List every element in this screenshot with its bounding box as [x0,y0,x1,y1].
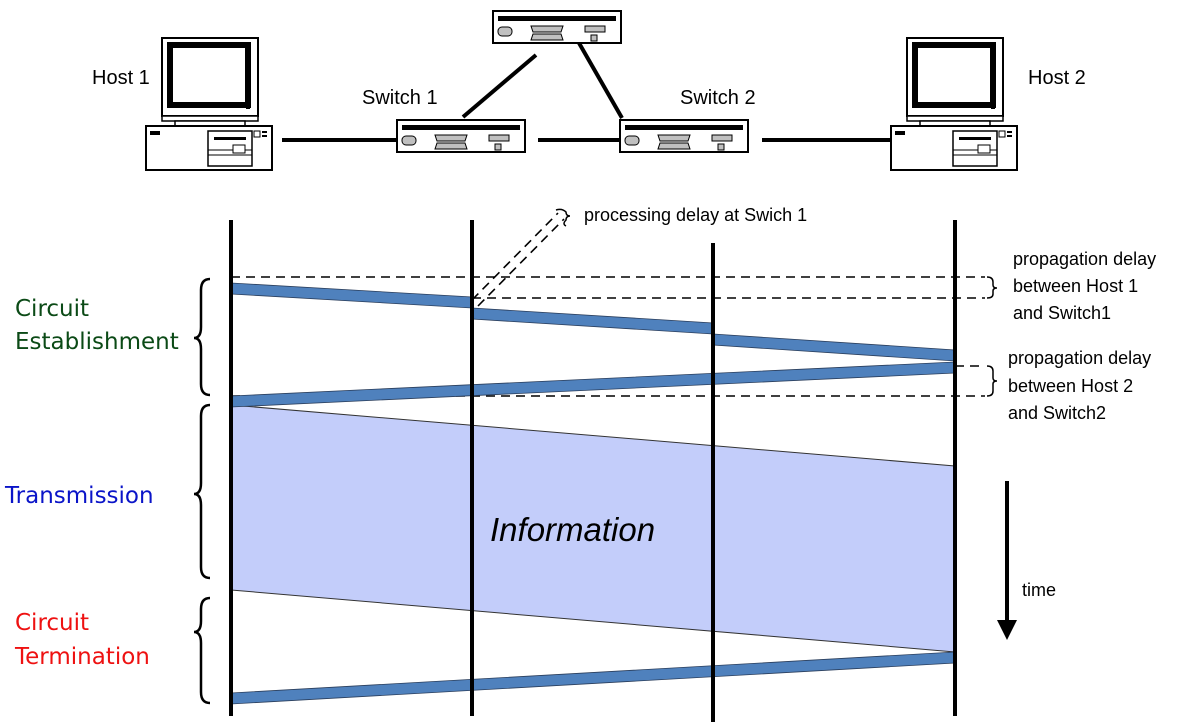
host2-label: Host 2 [1028,67,1086,89]
information-bottom-edge [230,589,956,653]
teardown-bar-host1-host2 [230,651,956,705]
switch-top-icon [492,10,622,44]
brace-prop-delay-1-icon [986,276,998,299]
prop-delay-2-line3: and Switch2 [1008,403,1106,423]
brace-establishment-icon [193,277,211,397]
prop-delay-2-line1: propagation delay [1008,348,1151,368]
host1-computer-icon [145,37,273,171]
network-links [282,42,900,142]
brace-termination-icon [193,596,211,705]
brace-processing-delay-icon [555,208,571,227]
switch2-label: Switch 2 [680,87,756,109]
link-switch1-top [461,53,538,119]
ack-bar-host2-host1 [230,361,956,408]
phase-label-transmission: Transmission [4,483,154,509]
time-arrow-down-icon [997,620,1017,640]
switch1-label: Switch 1 [362,87,438,109]
information-label: Information [490,511,655,548]
prop-delay-1-line1: propagation delay [1013,249,1156,269]
processing-delay-label: processing delay at Swich 1 [584,205,807,225]
brace-transmission-icon [193,403,211,580]
time-label: time [1022,580,1056,600]
switch1-icon [396,119,526,153]
host2-computer-icon [890,37,1018,171]
phase-label-establishment-line1: Circuit [15,296,89,322]
information-region [231,405,955,652]
prop-delay-1-line2: between Host 1 [1013,276,1138,296]
phase-label-termination-line1: Circuit [15,610,89,636]
information-top-edge [230,404,956,467]
link-top-switch2 [577,42,624,119]
setup-bar-switch2-host2 [712,333,956,362]
setup-bar-host1-switch1 [230,282,473,309]
phase-label-establishment-line2: Establishment [15,329,179,355]
prop-delay-2-line2: between Host 2 [1008,376,1133,396]
prop-delay-1-line3: and Switch1 [1013,303,1111,323]
host1-label: Host 1 [92,67,150,89]
signal-bars [230,282,956,705]
switch2-icon [619,119,749,153]
timelines [229,220,957,722]
phase-label-termination-line2: Termination [14,644,150,670]
brace-prop-delay-2-icon [986,365,998,397]
setup-bar-switch1-switch2 [471,307,714,335]
